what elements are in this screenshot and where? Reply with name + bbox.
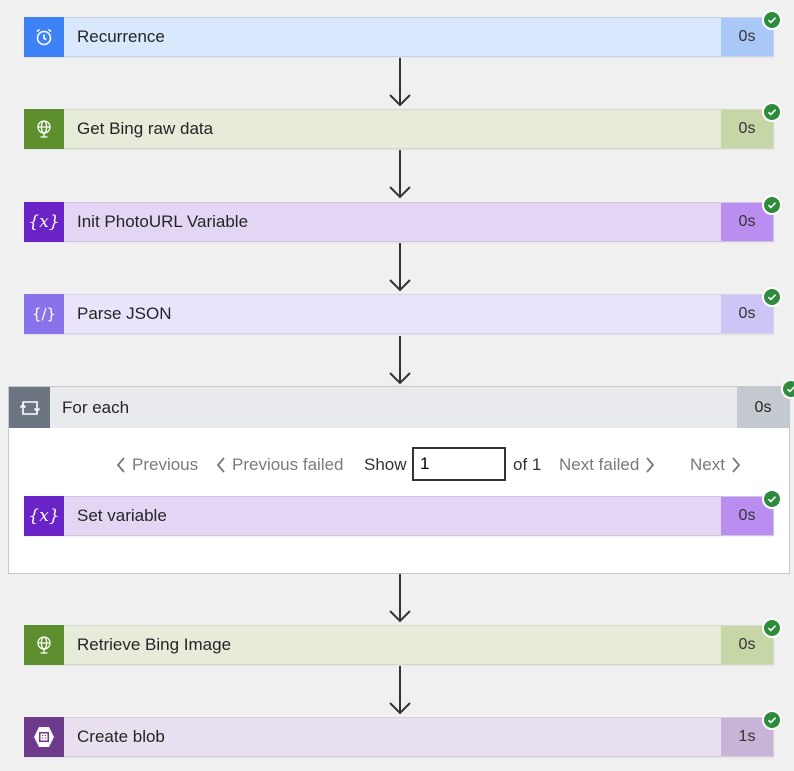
success-check-icon [762,710,782,730]
success-check-icon [762,618,782,638]
duration-badge: 0s [737,387,789,428]
step-set-variable[interactable]: {x} Set variable 0s [24,489,782,536]
step-title: Parse JSON [77,304,172,323]
flow-arrow-icon [389,336,411,385]
json-braces-icon: {∕} [24,293,64,334]
next-failed-button[interactable]: Next failed [559,447,655,483]
step-title: Set variable [77,506,167,525]
iteration-pager: Previous Previous failed Show of 1 Next … [0,447,794,483]
loop-icon [9,387,50,428]
step-title: Create blob [77,727,165,746]
success-check-icon [781,379,794,399]
globe-icon [24,108,64,149]
previous-failed-label: Previous failed [232,455,344,474]
alarm-clock-icon [24,16,64,57]
chevron-left-icon [216,457,225,473]
duration-badge: 1s [721,718,773,756]
duration-badge: 0s [721,18,773,56]
flow-arrow-icon [389,58,411,107]
step-title: Retrieve Bing Image [77,635,232,654]
previous-failed-button[interactable]: Previous failed [216,447,344,483]
of-total-label: of 1 [513,455,542,474]
variable-icon: {x} [24,201,64,242]
previous-label: Previous [132,455,199,474]
step-get-bing-raw-data[interactable]: Get Bing raw data 0s [24,102,782,149]
blob-storage-icon [24,716,64,757]
success-check-icon [762,489,782,509]
step-title: Init PhotoURL Variable [77,212,249,231]
foreach-title: For each [62,397,130,417]
step-parse-json[interactable]: {∕} Parse JSON 0s [24,287,782,334]
foreach-container: For each 0s [8,379,794,574]
success-check-icon [762,102,782,122]
variable-icon: {x} [24,495,64,536]
flow-arrow-icon [389,243,411,292]
chevron-right-icon [732,457,741,473]
success-check-icon [762,10,782,30]
chevron-left-icon [116,457,125,473]
success-check-icon [762,287,782,307]
flow-arrow-icon [389,666,411,715]
success-check-icon [762,195,782,215]
chevron-right-icon [646,457,655,473]
step-create-blob[interactable]: Create blob 1s [24,710,782,757]
previous-button[interactable]: Previous [116,447,198,483]
globe-icon [24,624,64,665]
show-label: Show [364,455,407,474]
iteration-number-input[interactable] [412,447,506,481]
step-retrieve-bing-image[interactable]: Retrieve Bing Image 0s [24,618,782,665]
step-recurrence[interactable]: Recurrence 0s [24,10,782,57]
next-failed-label: Next failed [559,455,640,474]
next-label: Next [690,455,725,474]
step-title: Recurrence [77,27,165,46]
step-title: Get Bing raw data [77,119,214,138]
flow-arrow-icon [389,150,411,199]
foreach-header[interactable]: For each 0s [9,379,794,428]
step-init-photourl-variable[interactable]: {x} Init PhotoURL Variable 0s [24,195,782,242]
next-button[interactable]: Next [690,447,741,483]
flow-arrow-icon [389,574,411,623]
